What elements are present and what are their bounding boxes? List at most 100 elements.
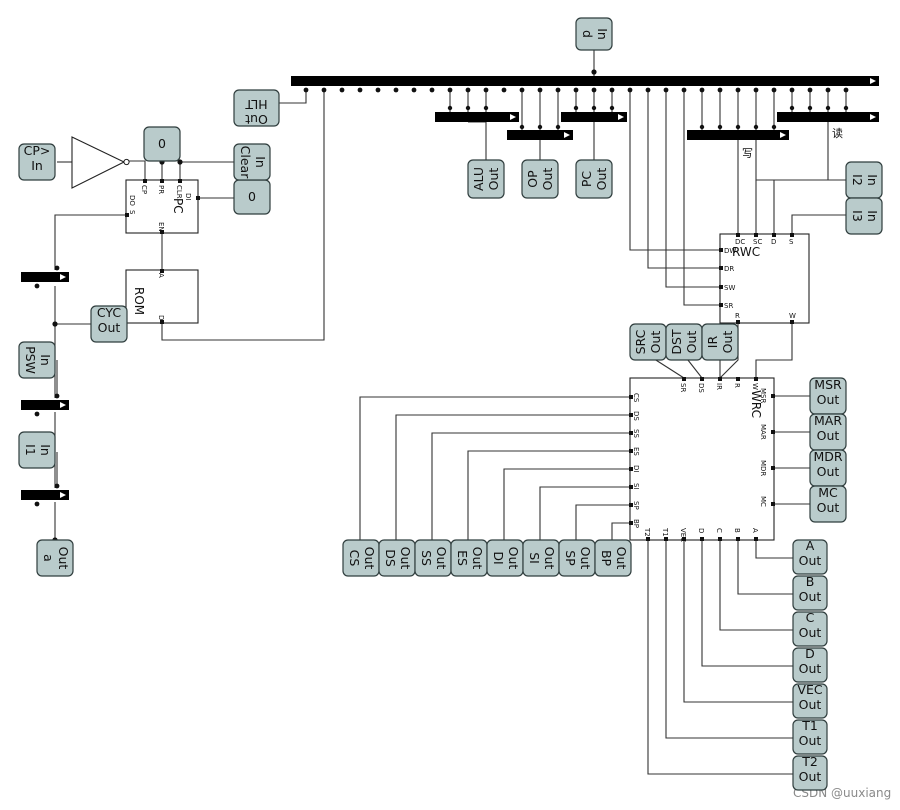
vec-output-box[interactable] — [792, 683, 828, 719]
pin-marker — [629, 449, 633, 453]
wire-57 — [503, 468, 630, 540]
junction-dot — [483, 105, 489, 111]
c-output-box[interactable] — [792, 611, 828, 647]
i1-input-label-0: I1 — [23, 444, 38, 456]
p-input-label-0: d — [580, 30, 595, 38]
ir-output-box[interactable] — [701, 323, 739, 361]
t2-output-box[interactable] — [792, 755, 828, 791]
pin-marker — [629, 503, 633, 507]
junction-dot — [573, 87, 579, 93]
wire-69 — [683, 540, 793, 703]
wire-68 — [701, 540, 793, 667]
p-input-box[interactable] — [575, 17, 613, 51]
cp-input-box[interactable] — [18, 143, 56, 181]
si-output-label-0: SI — [527, 552, 542, 564]
pin-marker — [125, 213, 129, 217]
mc-output-box[interactable] — [809, 485, 847, 523]
const-0-mid[interactable]: 0 — [233, 179, 271, 215]
t1-output-box[interactable] — [792, 719, 828, 755]
i3-input-box[interactable] — [845, 197, 883, 235]
junction-dots — [34, 69, 849, 543]
t2-output-label-0: T2 — [801, 754, 818, 769]
const-0-top-box[interactable] — [143, 126, 181, 162]
pin-marker — [790, 320, 794, 324]
junction-dot — [177, 159, 183, 165]
psw-input-box[interactable] — [18, 341, 56, 379]
i1-input-box[interactable] — [18, 431, 56, 469]
a-lower-output-box[interactable] — [36, 539, 74, 577]
main-bus — [291, 76, 879, 86]
pc-output-label-1: Out — [594, 168, 609, 191]
not-gate — [71, 136, 126, 189]
op-output-box[interactable] — [521, 159, 559, 199]
bp-output-box[interactable] — [594, 539, 632, 577]
b-output-box[interactable] — [792, 575, 828, 611]
ir-output-label-1: Out — [720, 331, 735, 354]
pin-marker — [736, 233, 740, 237]
pin-marker — [629, 395, 633, 399]
alu-bus-arrow — [510, 114, 516, 120]
b-output-label-0: B — [806, 574, 815, 589]
pin-label-di: DI — [184, 193, 192, 200]
wires — [54, 50, 847, 775]
d-output-box[interactable] — [792, 647, 828, 683]
hlt-output-box[interactable] — [233, 89, 280, 127]
clear-input-box[interactable] — [233, 143, 271, 181]
pin-marker — [719, 248, 723, 252]
pc-output-box[interactable] — [575, 159, 613, 199]
clear-input-label-1: In — [253, 156, 268, 168]
cyc-output-label-1: Out — [98, 320, 121, 335]
pin-marker — [718, 537, 722, 541]
pin-marker — [771, 466, 775, 470]
pin-marker — [664, 537, 668, 541]
cyc-output-box[interactable] — [90, 305, 128, 343]
junction-dot — [717, 124, 723, 130]
pin-label-wrc-top: IR — [715, 383, 723, 390]
wrc-block — [629, 377, 775, 541]
rom-block — [125, 269, 199, 324]
d-output-label-1: Out — [799, 661, 822, 676]
pin-label-wrc-bottom: C — [715, 528, 723, 533]
pin-marker — [719, 266, 723, 270]
cp-input[interactable]: CP>In — [18, 143, 56, 181]
const-0-top[interactable]: 0 — [143, 126, 181, 162]
alu-output-box[interactable] — [467, 159, 505, 199]
hlt-output-label-1: HLT — [245, 97, 268, 112]
a-output-box[interactable] — [792, 539, 828, 575]
